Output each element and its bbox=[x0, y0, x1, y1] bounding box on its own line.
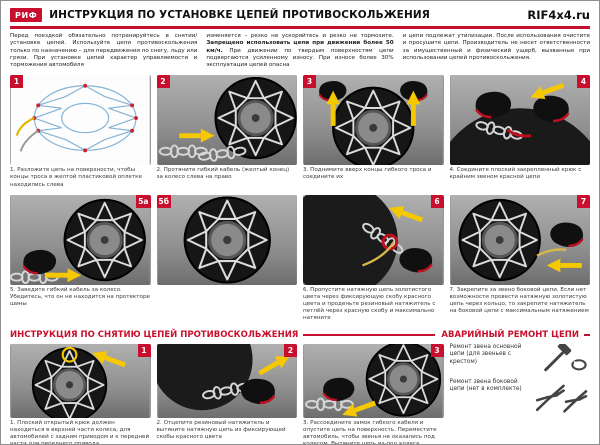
rif-logo: РИФ bbox=[10, 8, 43, 22]
install-step-3: 3 3. Поднимите вверх концы гибкого троса… bbox=[303, 75, 444, 188]
step-photo: 7 bbox=[449, 194, 590, 285]
repair-caption: Ремонт звена основной цепи (для звеньев … bbox=[449, 343, 522, 365]
step-photo: 3 bbox=[303, 75, 444, 166]
step-caption: 5. Заведите гибкий кабель за колесо. Убе… bbox=[10, 286, 150, 308]
intro-col-2: изменяется – резко не ускоряйтесь и резк… bbox=[206, 33, 393, 69]
install-steps-grid: 1 1. Разложите цепь на поверхности, чтоб… bbox=[10, 75, 590, 322]
mounted-chain-photo bbox=[157, 194, 297, 285]
install-step-1: 1 1. Разложите цепь на поверхности, чтоб… bbox=[10, 75, 151, 188]
section-headers: ИНСТРУКЦИЯ ПО СНЯТИЮ ЦЕПЕЙ ПРОТИВОСКОЛЬЖ… bbox=[10, 330, 590, 340]
step-photo: 5б bbox=[156, 194, 297, 285]
tire-chain-photo bbox=[157, 75, 297, 166]
step-number-badge: 1 bbox=[10, 75, 23, 89]
install-step-4: 4 4. Соедините плоский закрепленный крюк… bbox=[449, 75, 590, 188]
intro-col-3: и цепи подлежат утилизации. После исполь… bbox=[402, 33, 590, 61]
step-photo: 2 bbox=[156, 343, 297, 418]
removal-section-title: ИНСТРУКЦИЯ ПО СНЯТИЮ ЦЕПЕЙ ПРОТИВОСКОЛЬЖ… bbox=[10, 329, 436, 340]
step-number-badge: 2 bbox=[284, 343, 297, 357]
tire-chain-photo bbox=[303, 75, 443, 166]
step-number-badge: 3 bbox=[303, 75, 316, 89]
tensioner-release-photo bbox=[156, 343, 296, 418]
step-photo: 1 bbox=[10, 343, 151, 418]
repair-item-2: Ремонт звена боковой цепи (нет в комплек… bbox=[450, 379, 591, 415]
red-line bbox=[584, 333, 590, 336]
chain-pullout-photo bbox=[304, 343, 443, 418]
intro-col-2-bold: Запрещено использовать цепи при движении… bbox=[206, 40, 394, 54]
step-caption: 3. Рассоедините замок гибкого кабеля и о… bbox=[303, 419, 437, 445]
hook-position-photo bbox=[11, 343, 150, 418]
repair-item-1: Ремонт звена основной цепи (для звеньев … bbox=[449, 343, 591, 374]
install-step-5b: 5б bbox=[156, 194, 297, 323]
removal-steps-grid: 1 1. Плоский открытый крюк должен находи… bbox=[10, 343, 591, 445]
tire-chain-photo bbox=[10, 194, 150, 285]
intro-col-2a: изменяется – резко не ускоряйтесь и резк… bbox=[206, 33, 394, 39]
intro-text: Перед поездкой обязательно потренируйтес… bbox=[10, 33, 590, 69]
repair-section-title: АВАРИЙНЫЙ РЕМОНТ ЦЕПИ bbox=[441, 330, 590, 340]
chain-layout-diagram bbox=[10, 75, 150, 166]
red-line bbox=[303, 333, 436, 336]
hook-connection-photo bbox=[449, 75, 590, 166]
header: РИФ ИНСТРУКЦИЯ ПО УСТАНОВКЕ ЦЕПЕЙ ПРОТИВ… bbox=[10, 8, 590, 22]
step-photo: 4 bbox=[449, 75, 590, 166]
step-caption: 2. Отцепите резиновый натяжитель и вытян… bbox=[156, 419, 286, 440]
header-divider bbox=[10, 26, 590, 29]
intro-col-2c: При движении по твердым поверхностям цеп… bbox=[206, 47, 394, 69]
removal-title-text: ИНСТРУКЦИЯ ПО СНЯТИЮ ЦЕПЕЙ ПРОТИВОСКОЛЬЖ… bbox=[10, 329, 299, 340]
removal-step-2: 2 2. Отцепите резиновый натяжитель и выт… bbox=[156, 343, 297, 444]
step-caption: 1. Разложите цепь на поверхности, чтобы … bbox=[10, 167, 142, 188]
step-number-badge: 2 bbox=[156, 75, 170, 89]
install-step-7: 7 7. Закрепите за звено боковой цепи. Ес… bbox=[449, 194, 590, 323]
step-caption: 2. Протяните гибкий кабель (желтый конец… bbox=[156, 167, 290, 181]
step-caption: 4. Соедините плоский закрепленный крюк с… bbox=[449, 167, 582, 181]
removal-step-3: 3 3. Рассоедините замок гибкого кабеля и… bbox=[303, 343, 444, 445]
repair-caption: Ремонт звена боковой цепи (нет в комплек… bbox=[449, 378, 522, 393]
step-photo: 3 bbox=[303, 343, 444, 418]
install-step-2: 2 2. Протяните гибкий кабель (желтый кон… bbox=[156, 75, 297, 188]
step-number-badge: 5а bbox=[136, 194, 151, 208]
step-number-badge: 7 bbox=[577, 194, 590, 208]
step-photo: 5а bbox=[10, 194, 151, 285]
tensioner-photo bbox=[303, 194, 443, 285]
repair-panel: Ремонт звена основной цепи (для звеньев … bbox=[449, 343, 591, 444]
hammer-and-link-icon bbox=[538, 343, 590, 374]
step-number-badge: 4 bbox=[577, 75, 590, 89]
page-title: ИНСТРУКЦИЯ ПО УСТАНОВКЕ ЦЕПЕЙ ПРОТИВОСКО… bbox=[49, 9, 430, 21]
site-url: RIF4x4.ru bbox=[527, 8, 590, 22]
step-caption: 3. Поднимите вверх концы гибкого троса и… bbox=[303, 167, 432, 181]
step-number-badge: 6 bbox=[430, 194, 444, 208]
step-number-badge: 1 bbox=[137, 343, 151, 357]
intro-col-1: Перед поездкой обязательно потренируйтес… bbox=[10, 33, 198, 69]
step-photo: 2 bbox=[156, 75, 297, 166]
step-caption: 1. Плоский открытый крюк должен находить… bbox=[10, 419, 150, 445]
step-photo: 1 bbox=[10, 75, 151, 166]
repair-title-text: АВАРИЙНЫЙ РЕМОНТ ЦЕПИ bbox=[441, 329, 579, 340]
side-chain-fix-photo bbox=[450, 194, 590, 285]
step-photo: 6 bbox=[303, 194, 444, 285]
step-caption: 7. Закрепите за звено боковой цепи. Если… bbox=[449, 286, 589, 315]
pliers-icon bbox=[534, 379, 590, 415]
install-step-6: 6 6. Пропустите натяжную цепь золотистог… bbox=[303, 194, 444, 323]
step-caption: 6. Пропустите натяжную цепь золотистого … bbox=[303, 286, 436, 322]
step-number-badge: 5б bbox=[156, 194, 171, 208]
removal-step-1: 1 1. Плоский открытый крюк должен находи… bbox=[10, 343, 151, 445]
install-step-5a: 5а 5. Заведите гибкий кабель за колесо. … bbox=[10, 194, 151, 323]
step-number-badge: 3 bbox=[430, 343, 444, 357]
